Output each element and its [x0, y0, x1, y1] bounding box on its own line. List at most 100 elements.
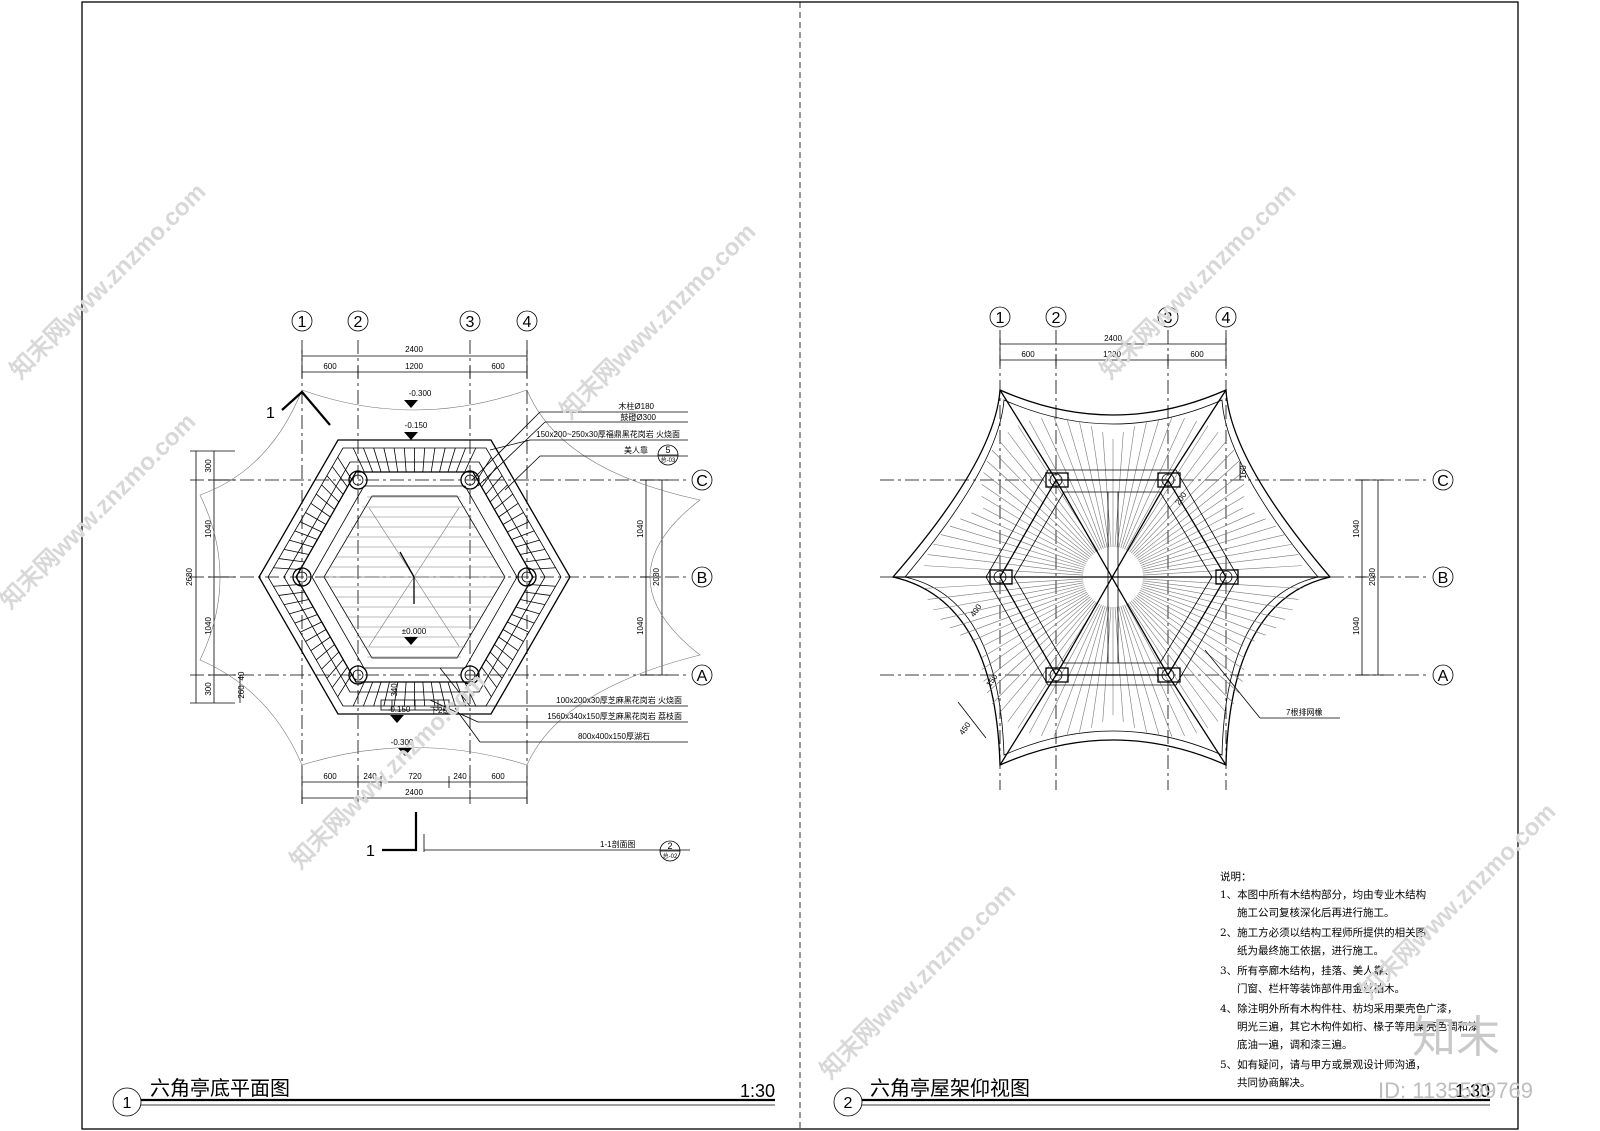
- watermark-4: 知末网www.znzmo.com: [0, 408, 201, 614]
- callout-lakestone: 800x400x150厚湖石: [578, 732, 650, 741]
- right-drawing-title: 六角亭屋架仰视图: [870, 1076, 1030, 1100]
- note-4a: 4、除注明外所有木构件柱、枋均采用栗壳色广漆，: [1220, 1002, 1458, 1015]
- roof-axis-col-3: 3: [1164, 310, 1173, 327]
- roof-dim-top-1: 600: [1021, 350, 1035, 359]
- callout-bench: 美人靠: [624, 445, 648, 455]
- dim-left-3: 1040: [204, 617, 213, 635]
- dim-bottom-total: 2400: [405, 788, 423, 797]
- dim-center: 340: [390, 683, 399, 697]
- roof-axis-col-4: 4: [1222, 310, 1231, 327]
- dim-left-4: 300: [204, 682, 213, 696]
- callout-plinth: 鼓磴Ø300: [620, 412, 656, 422]
- elev-center: ±0.000: [402, 627, 427, 636]
- axis-row-A: A: [697, 668, 708, 685]
- section-mark-top: 1: [266, 405, 275, 422]
- callout-granite-edge: 150x200~250x30厚福鼎黑花岗岩 火烧面: [536, 429, 680, 439]
- roof-dim-right-total: 2080: [1368, 568, 1377, 586]
- note-1a: 1、本图中所有木结构部分，均由专业木结构: [1220, 888, 1426, 901]
- roof-axis-col-2: 2: [1052, 310, 1061, 327]
- watermark-1: 知末网www.znzmo.com: [5, 178, 211, 384]
- note-4b: 明光三遍，其它木构件如桁、椽子等用栗壳色调和漆: [1237, 1020, 1479, 1033]
- dim-right-total: 2080: [652, 568, 661, 586]
- roof-axis-bubbles-rows: C B A: [1432, 469, 1454, 686]
- callouts: 木柱Ø180 鼓磴Ø300 150x200~250x30厚福鼎黑花岗岩 火烧面 …: [429, 401, 688, 743]
- notes-title: 说明：: [1220, 870, 1252, 883]
- roof-dim-top-2: 1200: [1103, 350, 1121, 359]
- elev-top-1: -0.300: [409, 389, 432, 398]
- roof-columns: [989, 472, 1239, 683]
- hex-outer: [258, 439, 571, 715]
- axis-col-3: 3: [466, 314, 475, 331]
- note-5a: 5、如有疑问，请与甲方或景观设计师沟通，: [1220, 1058, 1426, 1071]
- section-mark-bottom: 1: [366, 843, 375, 860]
- axis-bubbles-cols: 1 2 3 4: [291, 310, 538, 332]
- dims-bottom: 600 240 720 240 600 2400: [301, 772, 528, 804]
- roof-dim-right-1: 1040: [1352, 520, 1361, 538]
- roof-axis-row-C: C: [1437, 473, 1449, 490]
- left-drawing-number: 1: [123, 1095, 132, 1112]
- section-ref-sheet: 总-02: [663, 852, 678, 860]
- steps-note: 下2级: [430, 705, 450, 715]
- watermark-2: 知末网www.znzmo.com: [555, 218, 761, 424]
- note-3b: 门窗、栏杆等装饰部件用金丝柚木。: [1237, 982, 1405, 995]
- roof-dim-small-1: 160: [1239, 465, 1248, 479]
- left-drawing-scale: 1:30: [740, 1081, 775, 1101]
- roof-callout-rafters: 7根排网橡: [1286, 707, 1322, 717]
- axis-col-2: 2: [354, 314, 363, 331]
- roof-axis-bubbles-cols: 1 2 3 4: [989, 306, 1237, 328]
- watermark-7: 知末网www.znzmo.com: [1355, 798, 1561, 1004]
- watermark-id: ID: 1135509769: [1378, 1078, 1533, 1103]
- roof-dim-top-3: 600: [1190, 350, 1204, 359]
- dim-bottom-3: 720: [408, 772, 422, 781]
- roof-dims-right: 1040 1040 2080: [1352, 479, 1384, 676]
- note-4c: 底油一遍，调和漆三遍。: [1237, 1038, 1353, 1051]
- section-ref-num: 2: [667, 841, 672, 851]
- bench-railing: [273, 447, 556, 707]
- axis-col-4: 4: [523, 314, 532, 331]
- elev-top-2: -0.150: [405, 421, 428, 430]
- section-ref-label: 1-1剖面图: [600, 839, 636, 849]
- dim-bottom-2: 240: [363, 772, 377, 781]
- dim-left-total: 2680: [185, 568, 194, 586]
- roof-ridges: [893, 389, 1330, 766]
- detail-ref-sheet: 总-03: [661, 456, 676, 464]
- dim-right-2: 1040: [636, 617, 645, 635]
- dim-left-2: 1040: [204, 520, 213, 538]
- dims-right: 1040 1040 2080: [636, 479, 668, 676]
- callout-paving: 100x200x30厚芝麻黑花岗岩 火烧面: [556, 695, 682, 705]
- axis-row-B: B: [697, 570, 708, 587]
- dim-bottom-1: 600: [323, 772, 337, 781]
- note-3a: 3、所有亭廊木结构，挂落、美人靠、: [1220, 964, 1395, 977]
- axis-col-1: 1: [298, 314, 307, 331]
- dim-top-1: 600: [323, 362, 337, 371]
- axis-row-C: C: [696, 473, 708, 490]
- dim-left-small-1: 260: [237, 685, 246, 699]
- axis-bubbles-rows: C B A: [691, 469, 713, 686]
- dims-left: 2680 300 1040 1040 300 260 40: [185, 450, 246, 704]
- right-drawing-number: 2: [844, 1095, 853, 1112]
- dim-top-3: 600: [491, 362, 505, 371]
- roof-dim-small-4: 450: [957, 720, 972, 737]
- dim-bottom-5: 600: [491, 772, 505, 781]
- watermark-6: 知末网www.znzmo.com: [815, 878, 1021, 1084]
- right-drawing-scale: 1:30: [1455, 1081, 1490, 1101]
- dim-left-1: 300: [204, 459, 213, 473]
- design-notes: 说明： 1、本图中所有木结构部分，均由专业木结构 施工公司复核深化后再进行施工。…: [1220, 870, 1479, 1089]
- roof-dim-small-3: 400: [968, 602, 983, 619]
- elev-bottom-1: -0.150: [388, 705, 411, 714]
- note-2a: 2、施工方必须以结构工程师所提供的相关图: [1220, 926, 1426, 939]
- note-1b: 施工公司复核深化后再进行施工。: [1237, 906, 1395, 919]
- dim-bottom-4: 240: [453, 772, 467, 781]
- dims-top: 2400 600 1200 600: [301, 345, 528, 378]
- roof-dim-right-2: 1040: [1352, 617, 1361, 635]
- roof-plan: 1 2 3 4 C B A 2400 600 1200 600: [833, 306, 1490, 1117]
- roof-axis-col-1: 1: [996, 310, 1005, 327]
- roof-dim-top-total: 2400: [1104, 334, 1122, 343]
- note-5b: 共同协商解决。: [1237, 1076, 1311, 1089]
- callout-step: 1560x340x150厚芝麻黑花岗岩 荔枝面: [547, 711, 682, 721]
- roof-dims-top: 2400 600 1200 600: [999, 334, 1227, 366]
- dim-right-1: 1040: [636, 520, 645, 538]
- dim-top-2: 1200: [405, 362, 423, 371]
- floor-plan: 1 2 3 4 C B A 2400 600 1200 600: [112, 310, 775, 1117]
